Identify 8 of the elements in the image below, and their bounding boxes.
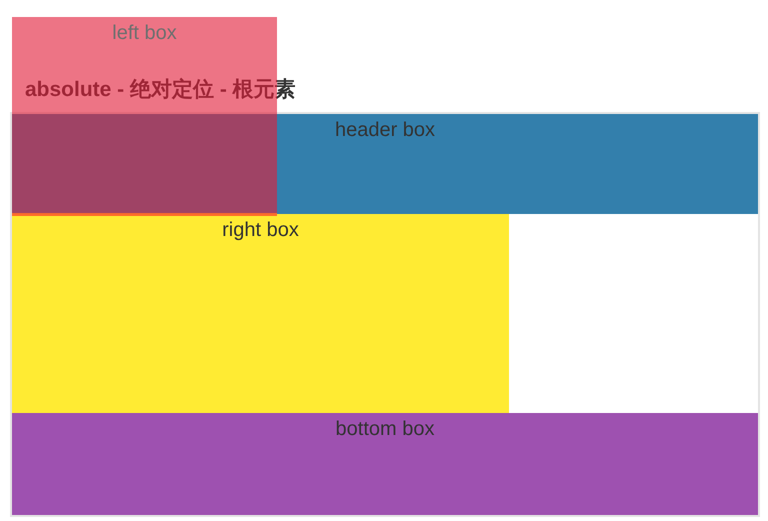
box-label: left box bbox=[111, 21, 178, 45]
container-box bbox=[10, 112, 760, 517]
footer-box bbox=[12, 413, 758, 515]
box-label: header box bbox=[334, 118, 436, 142]
box-label: right box bbox=[221, 218, 300, 242]
box-label: bottom box bbox=[334, 417, 436, 441]
content-box bbox=[12, 214, 509, 414]
header-box bbox=[12, 114, 758, 214]
